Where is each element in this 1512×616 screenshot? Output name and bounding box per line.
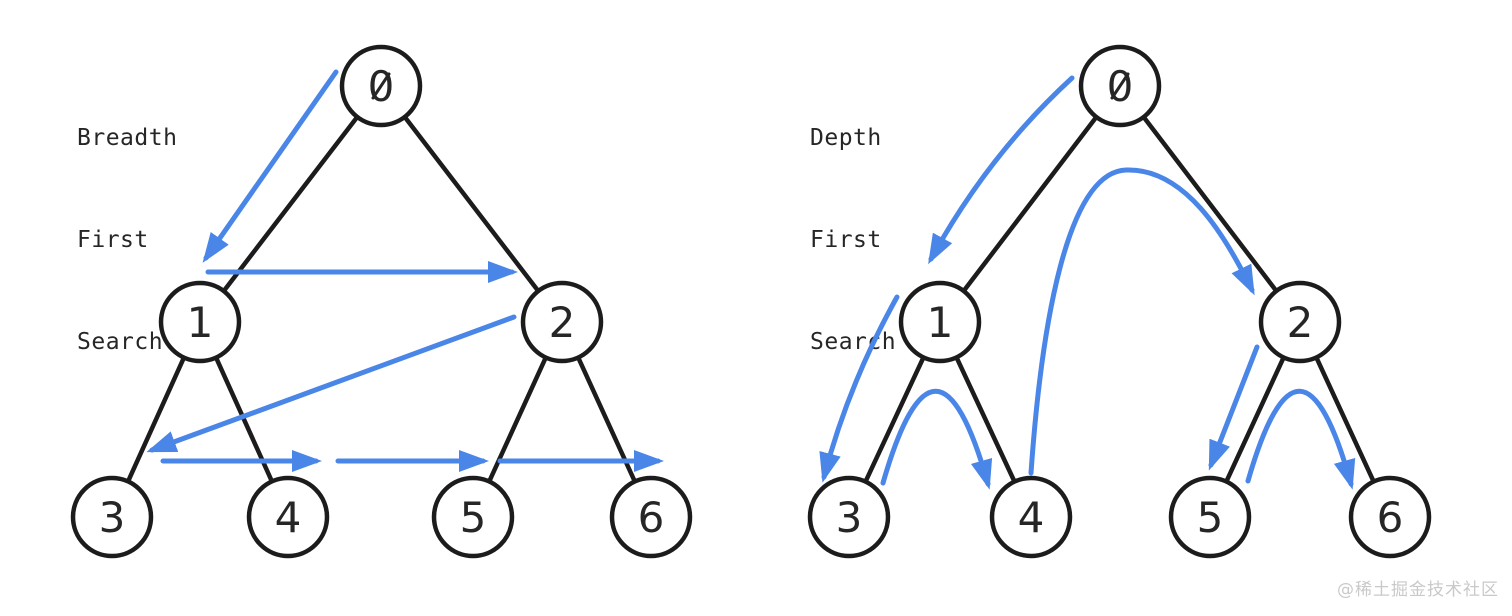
bfs-title-line-1: Breadth <box>77 125 178 151</box>
bfs-title: Breadth First Search <box>77 53 177 427</box>
bfs-node-2-circle <box>520 280 604 364</box>
dfs-tree: 0 1 2 3 4 5 6 <box>807 44 1432 559</box>
bfs-tree: 0 1 2 3 4 5 6 <box>70 44 693 559</box>
bfs-node-labels-group: 0 1 2 3 4 5 6 <box>99 62 665 542</box>
bfs-node-3-label: 3 <box>99 493 126 542</box>
dfs-slashed-zero-mark <box>1110 72 1130 100</box>
dfs-node-4-circle <box>989 475 1073 559</box>
bfs-node-3-circle <box>70 475 154 559</box>
bfs-title-line-3: Search <box>77 329 164 355</box>
dfs-arrow-0-to-1 <box>928 75 1075 265</box>
dfs-arrows-group <box>819 75 1356 490</box>
watermark-text: @稀土掘金技术社区 <box>1337 580 1499 600</box>
dfs-arrow-1-to-3 <box>819 294 900 483</box>
dfs-nodes-group <box>807 44 1432 559</box>
bfs-node-6-circle <box>609 475 693 559</box>
dfs-node-5-label: 5 <box>1197 493 1224 542</box>
bfs-node-1-label: 1 <box>187 298 214 347</box>
dfs-node-4-label: 4 <box>1018 493 1045 542</box>
dfs-node-3-circle <box>807 475 891 559</box>
bfs-title-line-2: First <box>77 227 149 253</box>
dfs-edge-0-1 <box>937 83 1123 325</box>
dfs-edge-0-2 <box>1117 83 1303 325</box>
bfs-nodes-group <box>70 44 693 559</box>
bfs-node-2-label: 2 <box>549 298 576 347</box>
bfs-slashed-zero-mark <box>371 72 391 100</box>
dfs-title-line-2: First <box>810 227 882 253</box>
dfs-node-1-circle <box>898 280 982 364</box>
dfs-node-5-circle <box>1168 475 1252 559</box>
dfs-arrow-5-to-6 <box>1245 388 1356 490</box>
dfs-arrow-3-to-4 <box>880 388 993 490</box>
dfs-node-labels-group: 0 1 2 3 4 5 6 <box>836 62 1404 542</box>
bfs-arrow-2-to-3 <box>146 314 517 453</box>
dfs-arrow-2-to-5 <box>1208 344 1260 471</box>
dfs-node-2-label: 2 <box>1287 298 1314 347</box>
bfs-arrows-group <box>146 69 664 472</box>
bfs-node-1-circle <box>158 280 242 364</box>
bfs-node-5-label: 5 <box>460 493 487 542</box>
dfs-title: Depth First Search <box>810 53 896 427</box>
bfs-edge-0-1 <box>197 83 384 325</box>
bfs-arrow-0-to-1 <box>202 69 339 263</box>
dfs-node-3-label: 3 <box>836 493 863 542</box>
dfs-node-2-circle <box>1258 280 1342 364</box>
bfs-node-4-label: 4 <box>275 493 302 542</box>
bfs-edge-0-2 <box>378 83 565 325</box>
bfs-node-4-circle <box>246 475 330 559</box>
dfs-title-line-3: Search <box>810 329 897 355</box>
dfs-arrow-4-to-2 <box>1028 167 1255 476</box>
dfs-node-6-circle <box>1348 475 1432 559</box>
dfs-title-line-1: Depth <box>810 125 882 151</box>
bfs-node-6-label: 6 <box>638 493 665 542</box>
dfs-node-1-label: 1 <box>927 298 954 347</box>
dfs-node-6-label: 6 <box>1377 493 1404 542</box>
bfs-node-5-circle <box>431 475 515 559</box>
